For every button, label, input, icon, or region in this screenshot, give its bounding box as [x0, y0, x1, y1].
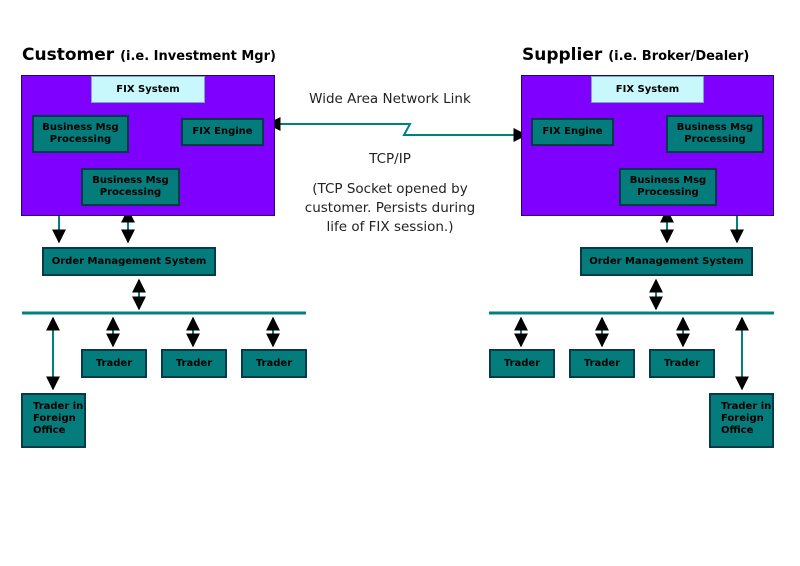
supplier-trader-foreign-office[interactable]: Trader in Foreign Office: [709, 393, 774, 448]
customer-order-management-system[interactable]: Order Management System: [42, 247, 216, 276]
customer-trader-2[interactable]: Trader: [161, 349, 227, 378]
supplier-business-msg-processing-1[interactable]: Business Msg Processing: [666, 115, 764, 153]
customer-trader-3[interactable]: Trader: [241, 349, 307, 378]
supplier-trader-1[interactable]: Trader: [489, 349, 555, 378]
customer-subtitle: (i.e. Investment Mgr): [120, 49, 276, 64]
supplier-business-msg-processing-2[interactable]: Business Msg Processing: [619, 168, 717, 206]
wan-link-label: Wide Area Network Link: [309, 91, 471, 107]
supplier-fix-system-label: FIX System: [591, 76, 704, 103]
supplier-fix-engine[interactable]: FIX Engine: [531, 118, 614, 146]
customer-heading: Customer (i.e. Investment Mgr): [22, 45, 276, 65]
supplier-title: Supplier: [522, 45, 603, 65]
supplier-heading: Supplier (i.e. Broker/Dealer): [522, 45, 749, 65]
tcp-socket-note: (TCP Socket opened by customer. Persists…: [304, 181, 476, 235]
customer-fix-engine[interactable]: FIX Engine: [181, 118, 264, 146]
customer-business-msg-processing-2[interactable]: Business Msg Processing: [81, 168, 180, 206]
supplier-order-management-system[interactable]: Order Management System: [580, 247, 753, 276]
customer-business-msg-processing-1[interactable]: Business Msg Processing: [32, 115, 129, 153]
supplier-subtitle: (i.e. Broker/Dealer): [608, 49, 750, 64]
supplier-trader-3[interactable]: Trader: [649, 349, 715, 378]
customer-trader-foreign-office[interactable]: Trader in Foreign Office: [21, 393, 86, 448]
supplier-trader-2[interactable]: Trader: [569, 349, 635, 378]
tcp-ip-label: TCP/IP: [369, 151, 411, 167]
wan-link-connector: [266, 117, 528, 142]
customer-fix-system-label: FIX System: [91, 76, 205, 103]
customer-title: Customer: [22, 45, 115, 65]
customer-trader-1[interactable]: Trader: [81, 349, 147, 378]
